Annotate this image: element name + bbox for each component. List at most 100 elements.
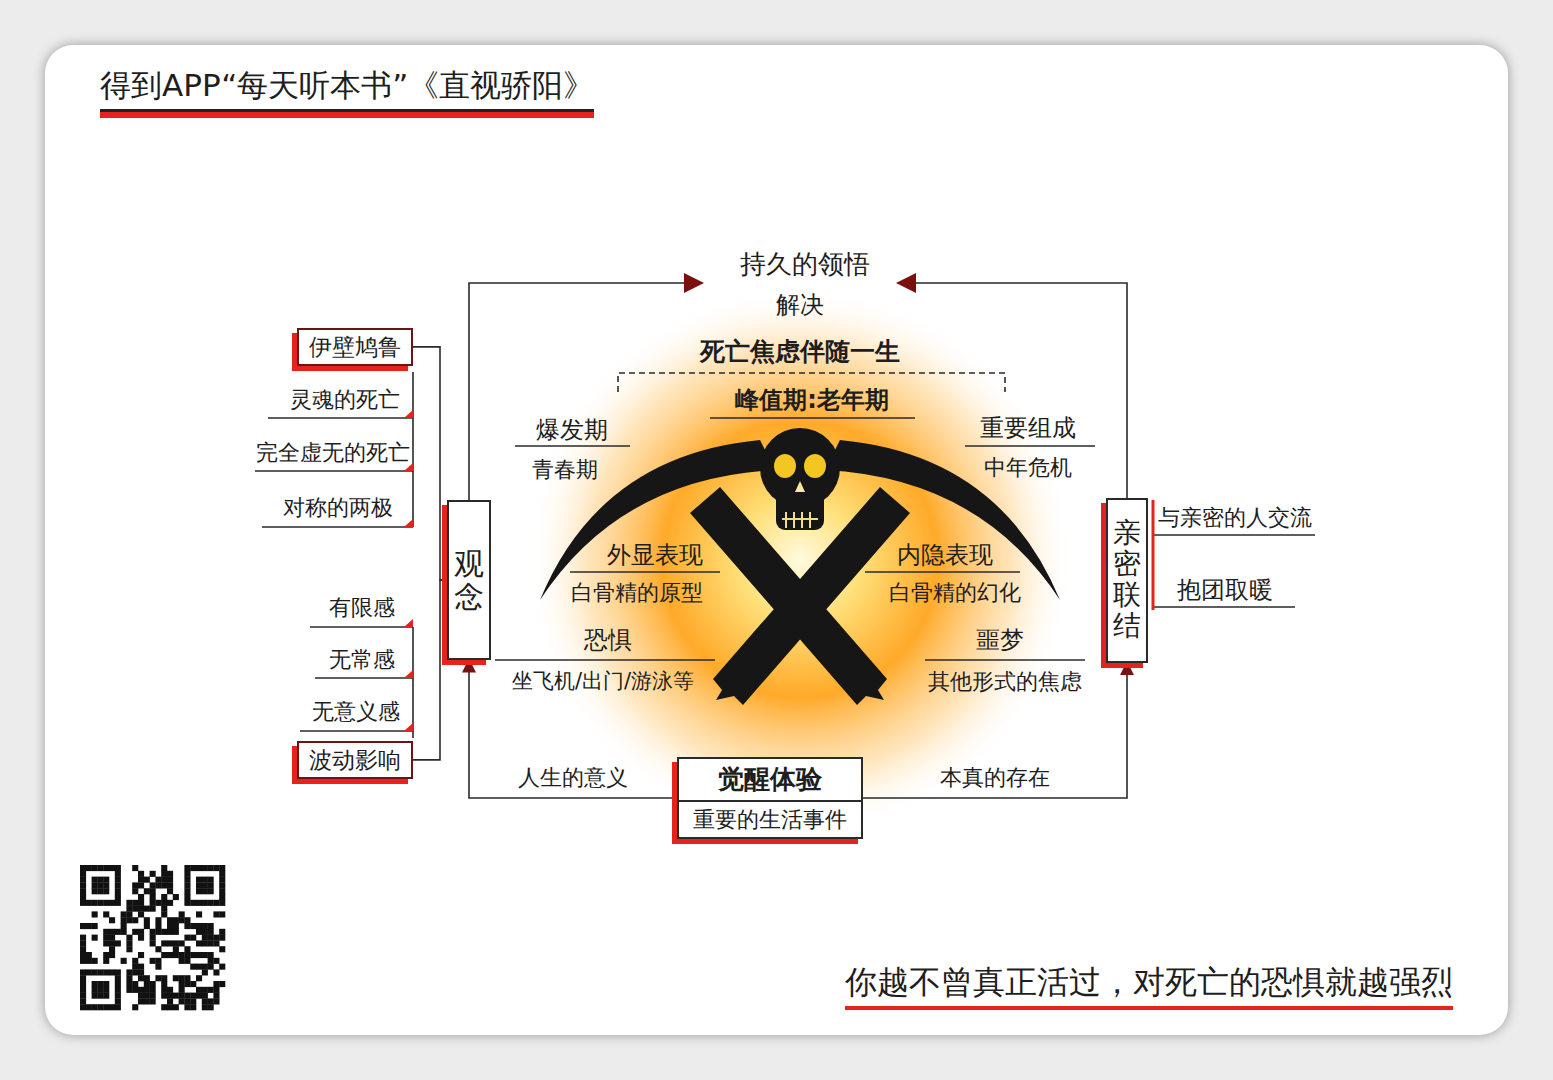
qr-module (138, 987, 144, 993)
qr-module (86, 923, 92, 929)
qr-module (208, 929, 214, 935)
qr-module (167, 987, 173, 993)
qr-module (126, 969, 132, 975)
qr-module (184, 894, 190, 900)
qr-module (190, 935, 196, 941)
qr-module (196, 993, 202, 999)
annotation-label: 无意义感 (312, 699, 400, 725)
qr-module (155, 917, 161, 923)
qr-module (190, 1004, 196, 1010)
qr-module (115, 865, 121, 871)
annotation-label: 有限感 (329, 595, 395, 621)
qr-module (144, 923, 150, 929)
qr-module (126, 981, 132, 987)
qr-module (184, 888, 190, 894)
qr-module (219, 929, 225, 935)
concept-box: 波动影响 (297, 741, 413, 780)
qr-module (179, 958, 185, 964)
qr-module (196, 923, 202, 929)
qr-module (138, 969, 144, 975)
tick (404, 519, 413, 527)
qr-module (184, 877, 190, 883)
skull-nose (795, 481, 805, 492)
qr-module (80, 958, 86, 964)
qr-module (132, 987, 138, 993)
qr-module (126, 940, 132, 946)
qr-module (167, 1004, 173, 1010)
qr-module (196, 882, 202, 888)
qr-module (190, 993, 196, 999)
qr-module (219, 888, 225, 894)
annotation-label: 完全虚无的死亡 (256, 440, 410, 466)
qr-module (167, 940, 173, 946)
qr-module (92, 900, 98, 906)
qr-module (184, 958, 190, 964)
qr-module (161, 975, 167, 981)
qr-module (184, 1004, 190, 1010)
qr-module (103, 958, 109, 964)
qr-module (155, 946, 161, 952)
qr-module (213, 987, 219, 993)
qr-module (86, 1004, 92, 1010)
qr-module (155, 882, 161, 888)
qr-module (202, 987, 208, 993)
qr-module (109, 917, 115, 923)
annotation-label: 与亲密的人交流 (1158, 505, 1312, 531)
branch-line (1152, 500, 1155, 610)
qr-module (208, 882, 214, 888)
qr-module (202, 940, 208, 946)
qr-module (132, 969, 138, 975)
qr-module (126, 975, 132, 981)
qr-module (92, 882, 98, 888)
qr-module (161, 993, 167, 999)
qr-module (103, 969, 109, 975)
qr-module (144, 906, 150, 912)
qr-module (190, 998, 196, 1004)
qr-module (155, 877, 161, 883)
underline (965, 445, 1095, 447)
qr-module (208, 958, 214, 964)
tick (404, 619, 413, 627)
annotation-label: 中年危机 (984, 455, 1072, 481)
qr-module (103, 940, 109, 946)
annotation-label: 恐惧 (584, 626, 632, 655)
qr-module (109, 952, 115, 958)
qr-module (109, 935, 115, 941)
qr-module (103, 900, 109, 906)
qr-module (126, 935, 132, 941)
qr-module (138, 952, 144, 958)
qr-module (190, 964, 196, 970)
qr-module (167, 917, 173, 923)
qr-module (86, 900, 92, 906)
annotation-label: 无常感 (329, 647, 395, 673)
qr-module (196, 888, 202, 894)
qr-module (184, 871, 190, 877)
qr-module (80, 865, 86, 871)
qr-module (161, 929, 167, 935)
qr-module (161, 911, 167, 917)
qr-module (208, 940, 214, 946)
qr-module (92, 935, 98, 941)
qr-module (179, 975, 185, 981)
qr-module (115, 940, 121, 946)
qr-module (202, 952, 208, 958)
qr-module (219, 911, 225, 917)
skull-eye (804, 454, 826, 478)
qr-module (144, 987, 150, 993)
qr-module (80, 882, 86, 888)
qr-module (80, 877, 86, 883)
qr-module (196, 929, 202, 935)
annotation-label: 青春期 (532, 457, 598, 483)
qr-module (202, 998, 208, 1004)
qr-module (92, 981, 98, 987)
arrow-head (896, 273, 916, 293)
qr-module (92, 877, 98, 883)
qr-module (103, 987, 109, 993)
qr-module (173, 929, 179, 935)
qr-module (173, 975, 179, 981)
qr-module (103, 911, 109, 917)
qr-module (144, 981, 150, 987)
qr-module (86, 958, 92, 964)
tick (404, 410, 413, 418)
qr-module (161, 882, 167, 888)
